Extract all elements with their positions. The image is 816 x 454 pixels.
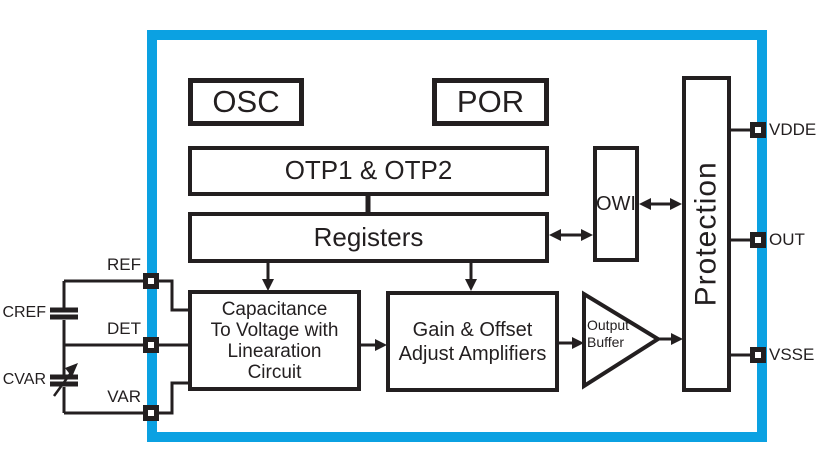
arrow-buffer-to-protection	[659, 333, 683, 345]
block-registers-label: Registers	[313, 221, 424, 252]
pin-out	[750, 232, 766, 248]
arrow-owi-protection	[639, 198, 682, 210]
block-capacitance-to-voltage: Capacitance To Voltage with Linearation …	[188, 290, 361, 391]
arrow-gain-to-buffer	[559, 337, 584, 349]
pin-det	[143, 337, 159, 353]
pin-var	[143, 405, 159, 421]
capacitor-cref-label: CREF	[2, 304, 46, 321]
block-owi-label: OWI	[596, 192, 636, 215]
pin-ref-label: REF	[107, 255, 141, 274]
arrow-capacitance-to-gain	[361, 339, 387, 351]
block-capacitance-to-voltage-label: Capacitance To Voltage with Linearation …	[210, 298, 339, 383]
wire-ref-internal	[157, 279, 188, 312]
block-protection-label: Protection	[689, 161, 723, 307]
wire-var-internal	[157, 381, 188, 415]
block-por: POR	[432, 78, 549, 126]
pin-vsse-label: VSSE	[769, 345, 815, 364]
block-por-label: POR	[456, 83, 525, 119]
pin-vdde	[750, 122, 766, 138]
pin-var-label: VAR	[107, 387, 141, 406]
block-otp-label: OTP1 & OTP2	[284, 155, 453, 186]
output-buffer-triangle	[582, 290, 662, 390]
arrow-registers-to-capacitance	[262, 263, 274, 291]
pin-det-label: DET	[107, 319, 141, 338]
block-gain-offset-label: Gain & Offset Adjust Amplifiers	[398, 318, 547, 365]
block-protection: Protection	[682, 76, 731, 392]
arrow-registers-to-gain	[465, 263, 477, 291]
block-osc: OSC	[188, 78, 304, 126]
capacitor-cvar-label: CVAR	[2, 371, 46, 388]
capacitor-cvar-arrow	[52, 363, 78, 397]
pin-vdde-label: VDDE	[769, 120, 816, 139]
output-buffer-label: Output Buffer	[587, 317, 630, 350]
pin-ref	[143, 273, 159, 289]
pin-vsse	[750, 347, 766, 363]
block-gain-offset: Gain & Offset Adjust Amplifiers	[386, 291, 559, 392]
block-registers: Registers	[188, 212, 549, 263]
block-owi: OWI	[593, 146, 639, 262]
arrow-registers-owi	[549, 229, 593, 241]
pin-out-label: OUT	[769, 230, 805, 249]
block-otp: OTP1 & OTP2	[188, 146, 549, 196]
block-osc-label: OSC	[212, 83, 280, 119]
